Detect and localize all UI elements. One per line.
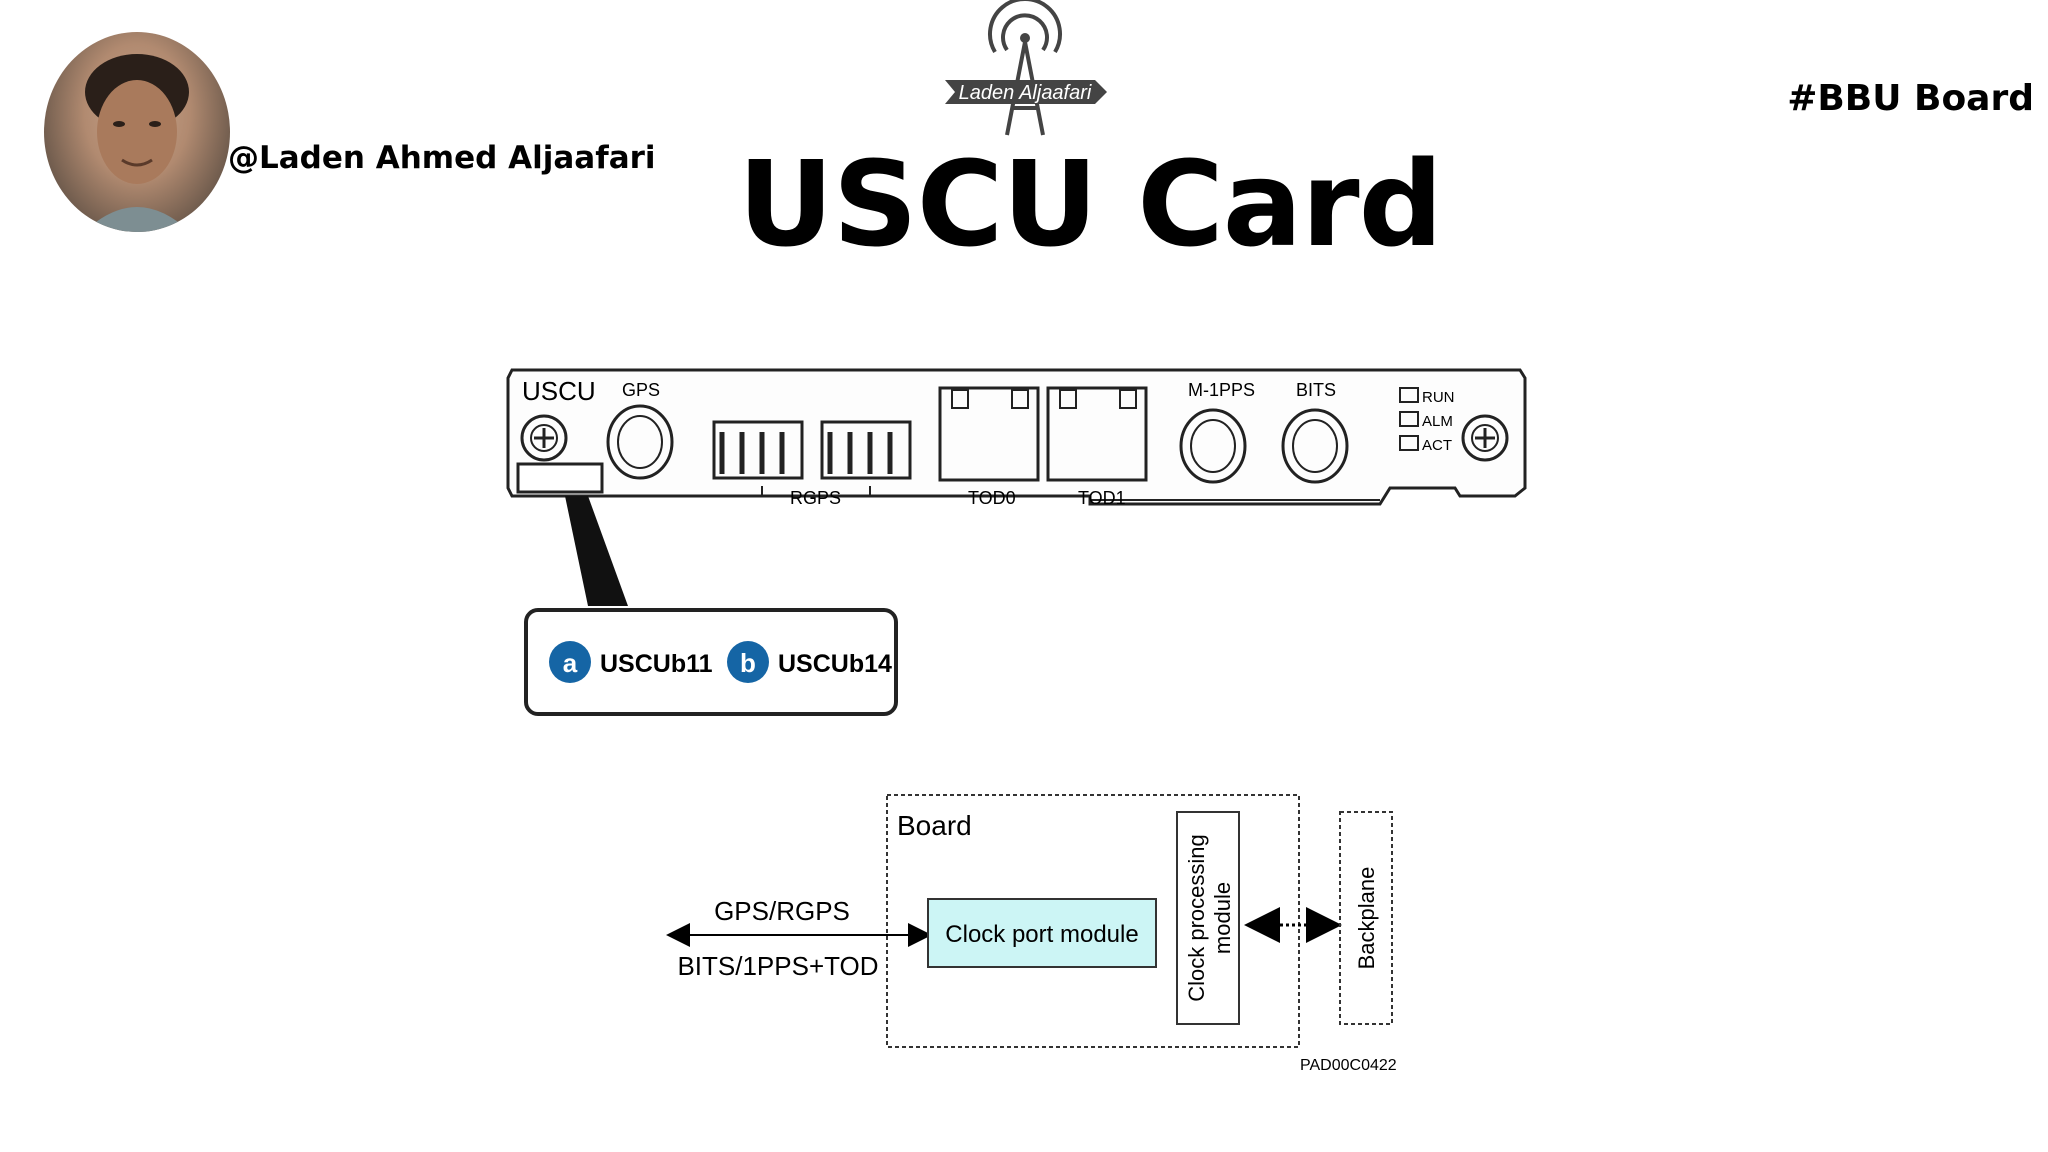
variant-b-label: USCUb14 xyxy=(778,650,892,678)
gps-port-label: GPS xyxy=(622,380,660,400)
bits-port-label: BITS xyxy=(1296,380,1336,400)
page-title: USCU Card xyxy=(737,135,1443,273)
board-label: Board xyxy=(897,810,972,841)
act-led-label: ACT xyxy=(1422,437,1452,454)
backplane xyxy=(1339,811,1393,1025)
gps-port xyxy=(606,404,674,480)
m1pps-port xyxy=(1179,408,1247,484)
antenna-tower-icon: Laden Aljaafari xyxy=(945,0,1107,136)
card-name-label: USCU xyxy=(522,376,596,406)
rgps-terminal-block-1 xyxy=(712,420,804,480)
m1pps-port-label: M-1PPS xyxy=(1188,380,1255,400)
bits-port xyxy=(1281,408,1349,484)
author-handle: @Laden Ahmed Aljaafari xyxy=(228,140,656,176)
clock-block-diagram: Board GPS/RGPS BITS/1PPS+TOD Clock port … xyxy=(666,794,1397,1074)
avatar-portrait-icon xyxy=(84,54,190,232)
backplane-label: Backplane xyxy=(1354,867,1379,970)
board-boundary xyxy=(886,794,1300,1048)
uscu-card-illustration: USCU GPS RGPS TOD0 TOD1 M-1PPS xyxy=(506,368,1527,716)
variant-a-badge xyxy=(549,641,591,683)
label-slot xyxy=(516,462,604,494)
act-led xyxy=(1399,435,1419,451)
clock-processing-label-line2: module xyxy=(1210,882,1235,954)
tod1-label: TOD1 xyxy=(1078,488,1126,508)
tod0-label: TOD0 xyxy=(968,488,1016,508)
variant-a-badge-letter: a xyxy=(563,648,578,678)
topic-hashtag: #BBU Board xyxy=(1787,78,2034,119)
run-led xyxy=(1399,387,1419,403)
alm-led-label: ALM xyxy=(1422,413,1453,430)
brand-logo: Laden Aljaafari xyxy=(935,0,1115,140)
alm-led xyxy=(1399,411,1419,427)
tod0-port xyxy=(938,386,1040,482)
external-bottom-label: BITS/1PPS+TOD xyxy=(677,951,878,981)
clock-port-module-label: Clock port module xyxy=(945,921,1138,948)
logo-text: Laden Aljaafari xyxy=(959,82,1092,104)
run-led-label: RUN xyxy=(1422,389,1455,406)
tod1-port xyxy=(1046,386,1148,482)
clock-processing-module xyxy=(1176,811,1240,1025)
figure-code: PAD00C0422 xyxy=(1300,1057,1397,1074)
clock-processing-label-line1: Clock processing xyxy=(1184,834,1209,1002)
left-screw-icon xyxy=(520,414,568,462)
rgps-label: RGPS xyxy=(790,488,841,508)
author-avatar xyxy=(44,32,230,232)
variant-b-badge-letter: b xyxy=(740,648,756,678)
variant-b-badge xyxy=(727,641,769,683)
clock-port-module xyxy=(927,898,1157,968)
variant-a-label: USCUb11 xyxy=(600,650,713,678)
external-top-label: GPS/RGPS xyxy=(714,896,850,926)
rgps-terminal-block-2 xyxy=(820,420,912,480)
variant-callout xyxy=(524,608,898,716)
callout-pointer xyxy=(565,496,628,606)
right-screw-icon xyxy=(1461,414,1509,462)
